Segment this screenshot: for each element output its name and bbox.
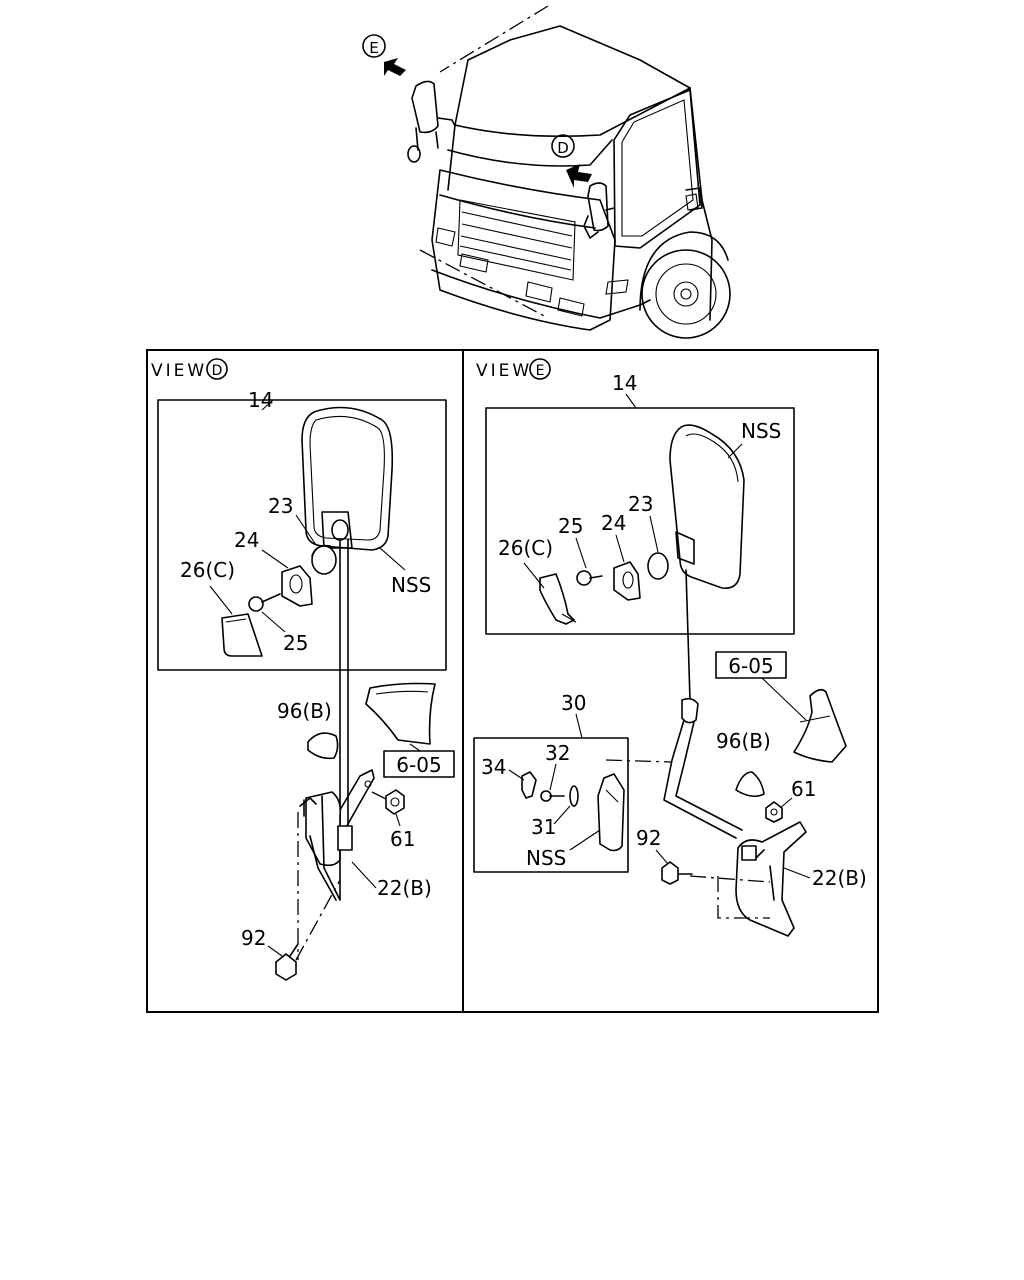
mirror-head-e [669, 424, 745, 590]
label-30-e: 30 [561, 691, 586, 715]
arrow-d-icon [566, 164, 592, 188]
label-25-d: 25 [283, 631, 308, 655]
label-nss-d: NSS [391, 573, 431, 597]
mirror-head-d [301, 406, 394, 551]
truck-cab-overview: E D [362, 5, 731, 339]
label-14-e: 14 [612, 371, 637, 395]
mirror-assy-box-e [485, 407, 795, 635]
view-d-panel: VIEW D 14 NSS 23 24 25 26(C) [151, 358, 455, 981]
view-e-title: VIEW [476, 361, 532, 381]
label-22b-e: 22(B) [812, 866, 867, 890]
arrow-d-letter: D [557, 139, 569, 157]
view-d-letter: D [212, 363, 223, 379]
label-61-e: 61 [791, 777, 816, 801]
arrow-e-icon [384, 58, 406, 76]
label-nss-under-e: NSS [526, 846, 566, 870]
label-26c-e: 26(C) [498, 536, 553, 560]
label-26c-d: 26(C) [180, 558, 235, 582]
view-e-panel: VIEW E 14 NSS 23 24 25 26(C) [473, 358, 867, 937]
label-23-d: 23 [268, 494, 293, 518]
sub-assy-30-box [473, 737, 629, 873]
arrow-e-letter: E [369, 39, 378, 57]
label-31-e: 31 [531, 815, 556, 839]
label-24-e: 24 [601, 511, 626, 535]
label-24-d: 24 [234, 528, 259, 552]
label-32-e: 32 [545, 741, 570, 765]
mirror-assy-box-d [157, 399, 447, 671]
ref-6-05-e: 6-05 [728, 654, 773, 678]
views-frame [146, 349, 879, 1013]
label-92-d: 92 [241, 926, 266, 950]
label-61-d: 61 [390, 827, 415, 851]
label-96b-d: 96(B) [277, 699, 332, 723]
ref-6-05-d: 6-05 [396, 753, 441, 777]
label-23-e: 23 [628, 492, 653, 516]
label-25-e: 25 [558, 514, 583, 538]
label-34-e: 34 [481, 755, 506, 779]
label-92-e: 92 [636, 826, 661, 850]
view-e-letter: E [536, 363, 545, 379]
label-nss-e: NSS [741, 419, 781, 443]
label-96b-e: 96(B) [716, 729, 771, 753]
label-22b-d: 22(B) [377, 876, 432, 900]
view-d-title: VIEW [151, 361, 207, 381]
